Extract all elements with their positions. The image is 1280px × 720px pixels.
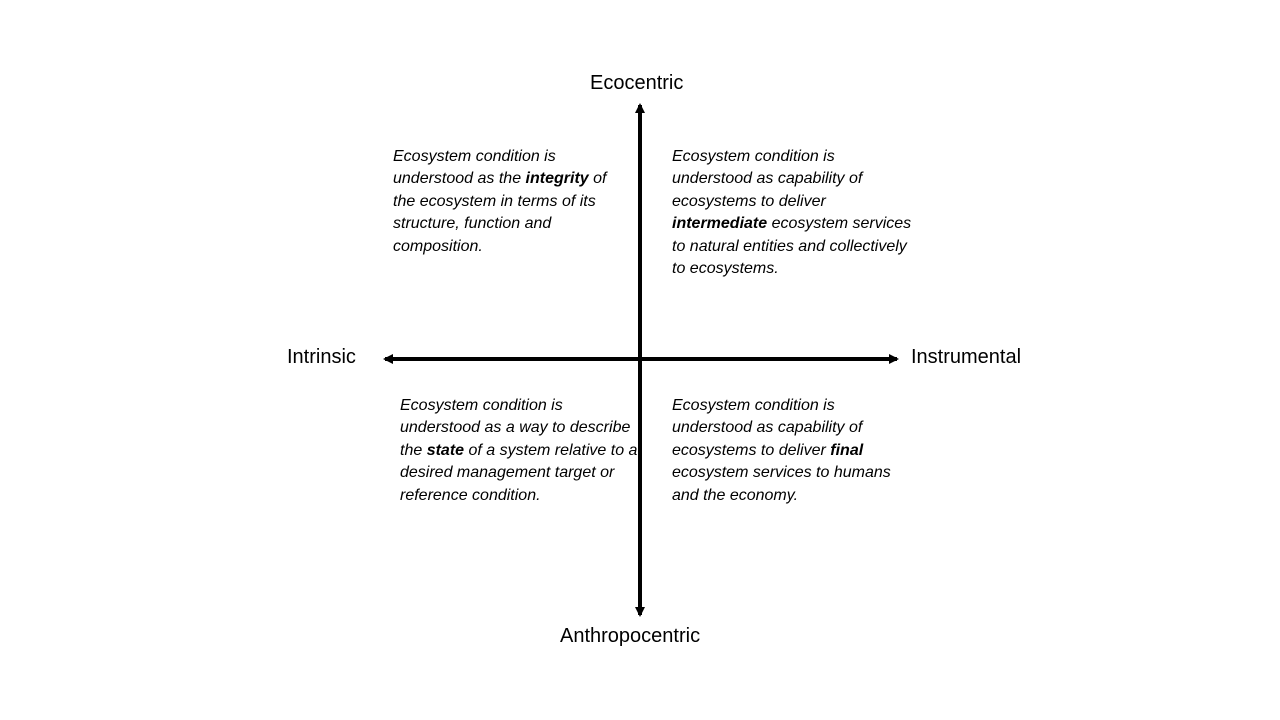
quadrant-top-right-text: Ecosystem condition is understood as cap… xyxy=(672,146,912,280)
quadrant-bottom-right-text: Ecosystem condition is understood as cap… xyxy=(672,395,912,507)
quadrant-text-after: of a system relative to a desired manage… xyxy=(400,441,638,504)
quadrant-emphasis: state xyxy=(426,441,465,459)
axis-label-anthropocentric: Anthropocentric xyxy=(560,625,701,647)
quadrant-text-before: Ecosystem condition is understood as the xyxy=(393,148,556,188)
quadrant-text-after: of the ecosystem in terms of its structu… xyxy=(393,170,607,255)
axis-label-ecocentric: Ecocentric xyxy=(590,72,684,94)
quadrant-text-before: Ecosystem condition is understood as cap… xyxy=(672,148,863,210)
quadrant-text-after: ecosystem services to humans and the eco… xyxy=(672,464,891,504)
quadrant-emphasis: final xyxy=(830,441,864,459)
quadrant-emphasis: integrity xyxy=(525,170,589,188)
quadrant-top-left-text: Ecosystem condition is understood as the… xyxy=(393,146,633,258)
quadrant-emphasis: intermediate xyxy=(672,215,768,233)
quadrant-bottom-left-text: Ecosystem condition is understood as a w… xyxy=(400,395,640,507)
quadrant-text-before: Ecosystem condition is understood as cap… xyxy=(672,397,863,459)
axis-label-intrinsic: Intrinsic xyxy=(287,346,356,368)
quadrant-text-before: Ecosystem condition is understood as a w… xyxy=(400,397,631,459)
quadrant-text-after: ecosystem services to natural entities a… xyxy=(672,215,912,278)
axis-label-instrumental: Instrumental xyxy=(911,346,1022,368)
